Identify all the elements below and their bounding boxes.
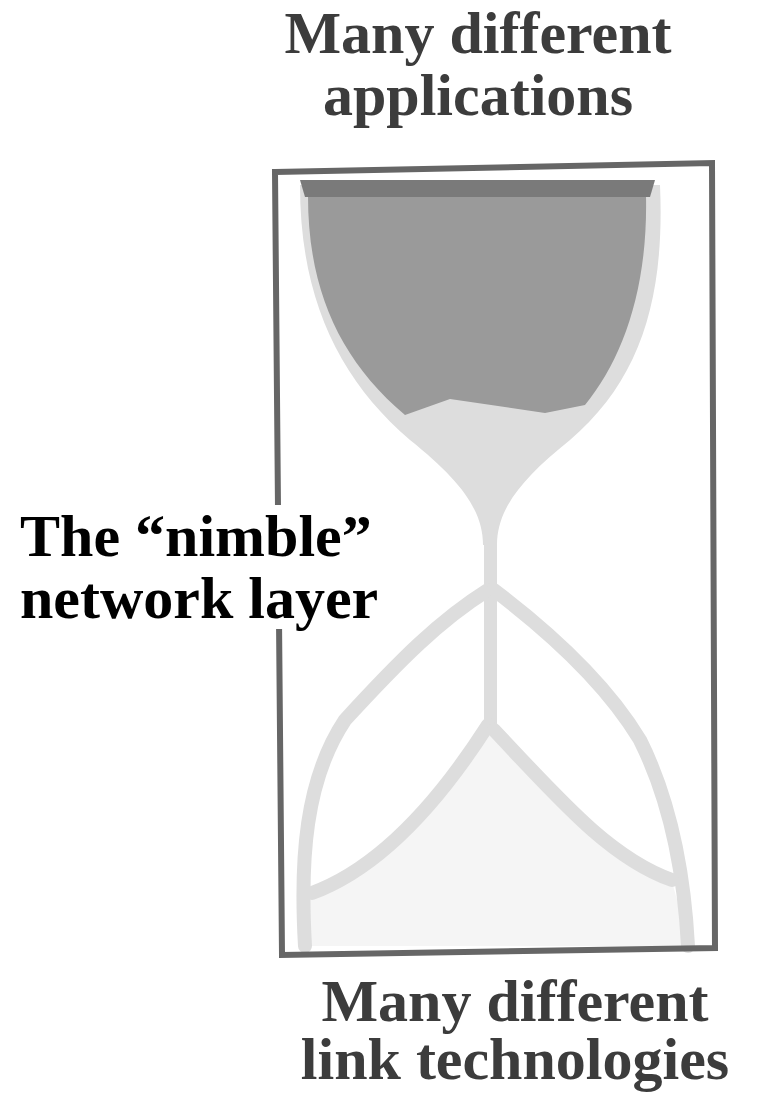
glass-outline [300, 185, 661, 545]
layer-label: The “nimble” network layer [16, 505, 406, 629]
glass-neck [484, 540, 497, 730]
glass-cap [300, 180, 655, 197]
sand-top [308, 196, 646, 415]
top-caption: Many different applications [248, 2, 708, 126]
bottom-caption: Many different link technologies [280, 972, 750, 1088]
glass-branches [303, 590, 688, 946]
sand-bottom [305, 730, 690, 946]
